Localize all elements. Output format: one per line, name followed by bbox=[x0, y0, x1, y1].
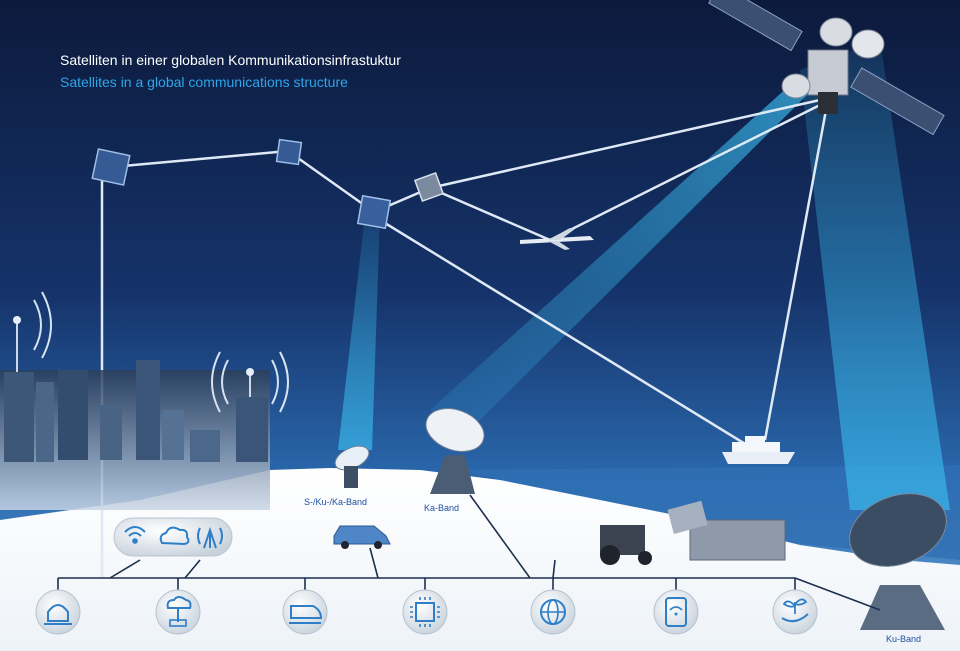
www-globe-icon bbox=[530, 589, 576, 635]
connectivity-pill bbox=[113, 517, 233, 557]
label-ku-band: Ku-Band bbox=[886, 634, 922, 644]
ka-band-beam bbox=[430, 85, 810, 430]
ground-station-s-ku-ka bbox=[334, 445, 370, 488]
ground-station-ku bbox=[849, 493, 947, 630]
ground-station-ka bbox=[425, 408, 485, 494]
airplane bbox=[520, 228, 594, 250]
wifi-icon bbox=[124, 526, 146, 544]
small-satellite-2 bbox=[275, 138, 303, 166]
siren-icon bbox=[35, 589, 81, 635]
geostationary-satellite bbox=[708, 0, 945, 136]
ground-station-beam bbox=[338, 215, 380, 450]
tractor bbox=[600, 525, 652, 565]
cell-tower-left bbox=[13, 291, 52, 372]
chip-icon bbox=[402, 589, 448, 635]
tablet-wifi-icon bbox=[653, 589, 699, 635]
harvesting-machine bbox=[667, 500, 786, 561]
satellite-links bbox=[100, 98, 828, 578]
cruise-ship bbox=[722, 436, 795, 464]
ku-band-beam bbox=[800, 40, 950, 510]
train-icon bbox=[282, 589, 328, 635]
plant-hand-icon bbox=[772, 589, 818, 635]
small-satellite-4 bbox=[413, 171, 445, 203]
network-bus bbox=[57, 494, 881, 611]
label-s-ku-ka-band: S-/Ku-/Ka-Band bbox=[304, 497, 368, 507]
small-satellite-1 bbox=[91, 148, 131, 186]
cell-tower-right bbox=[211, 351, 289, 413]
title-german: Satelliten in einer globalen Kommunikati… bbox=[60, 52, 401, 68]
cloud-network-icon bbox=[155, 589, 201, 635]
snow-landscape bbox=[0, 468, 960, 651]
cloud-icon bbox=[159, 526, 190, 546]
small-satellite-3 bbox=[356, 194, 392, 230]
sea bbox=[460, 465, 960, 560]
label-ka-band: Ka-Band bbox=[424, 503, 460, 513]
title-english: Satellites in a global communications st… bbox=[60, 74, 348, 90]
city-skyline bbox=[0, 360, 270, 510]
cell-tower-icon bbox=[197, 526, 223, 549]
car bbox=[333, 525, 391, 549]
